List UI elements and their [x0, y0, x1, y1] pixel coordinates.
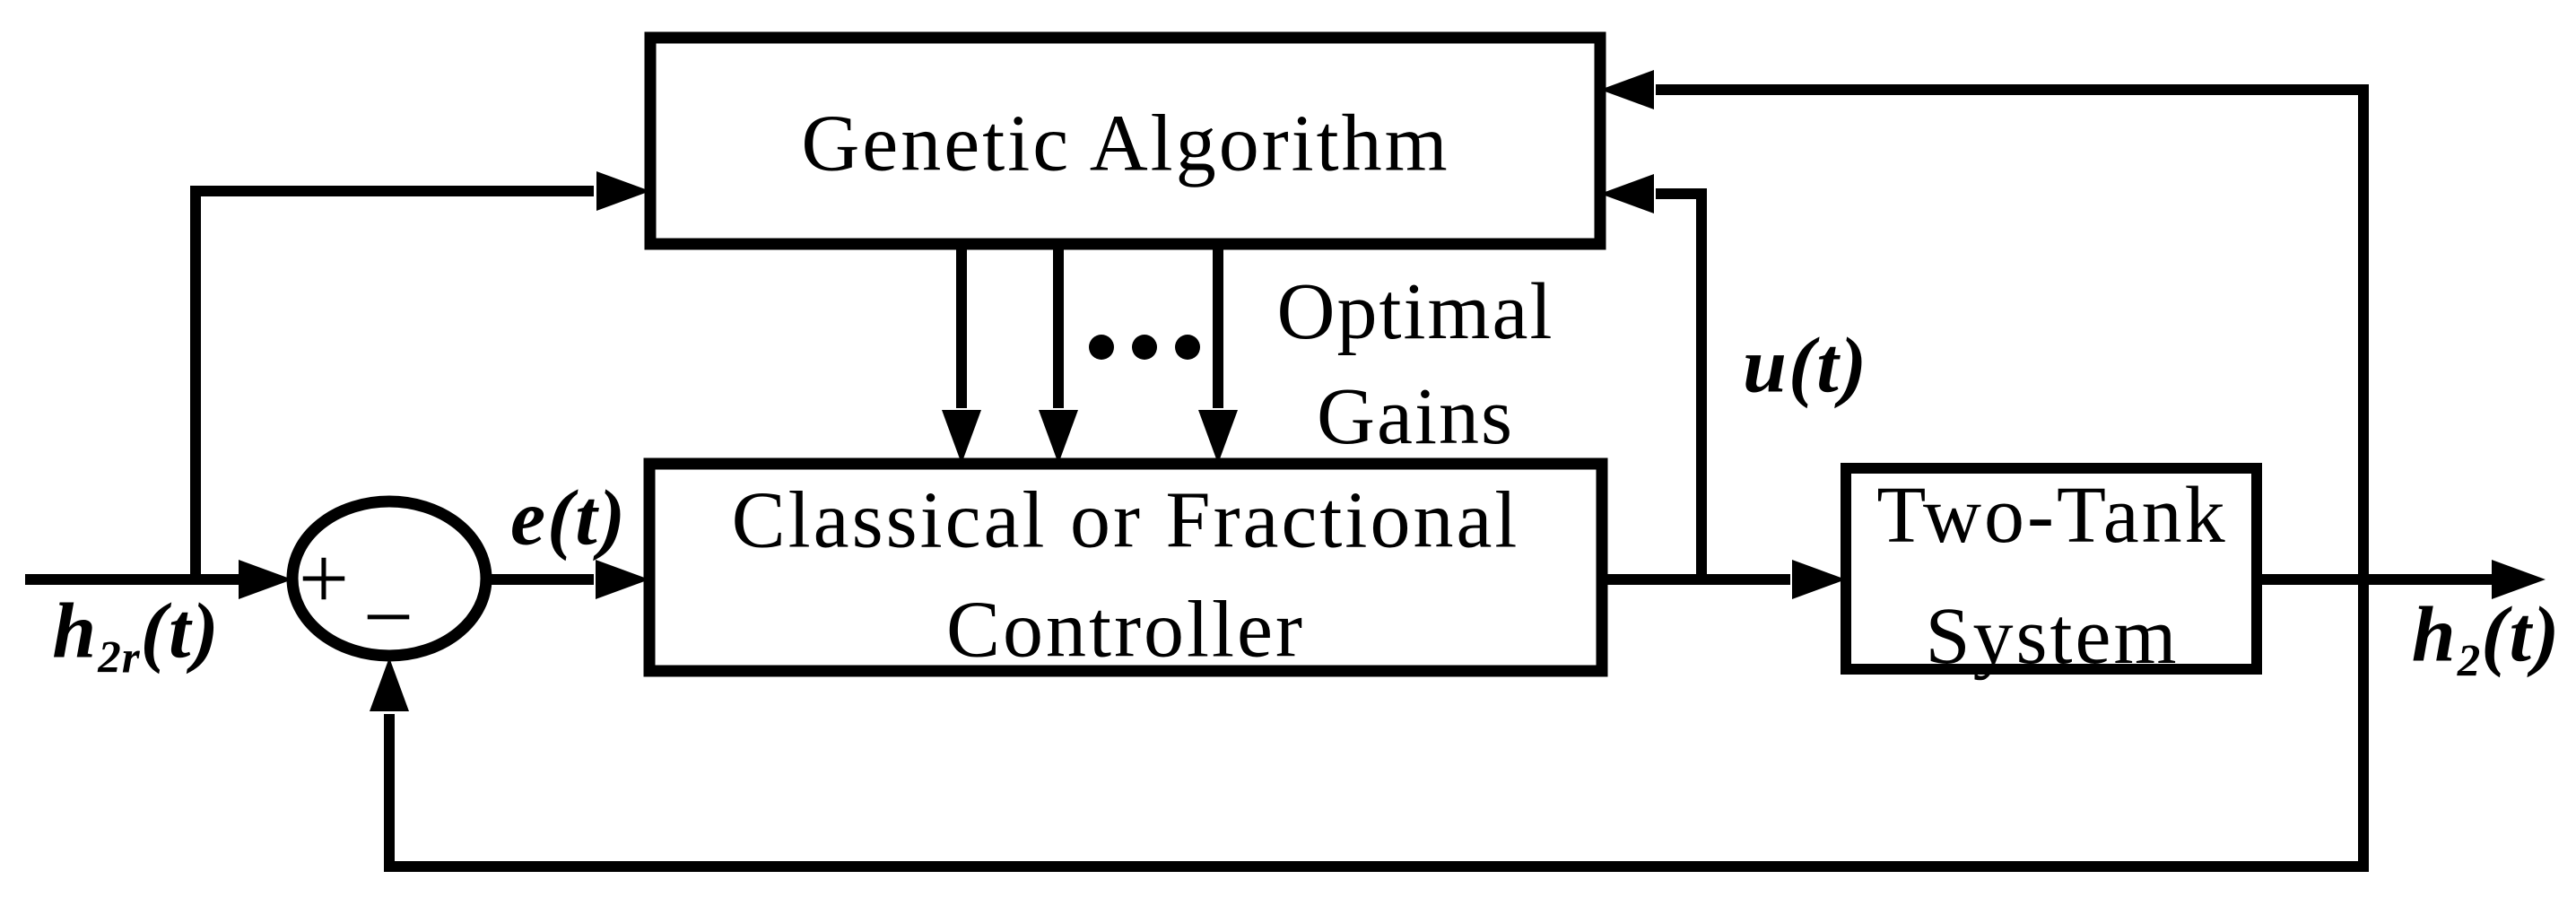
optimal-gains-annotation: Optimal Gains — [1277, 259, 1554, 469]
reference-branch-line — [190, 186, 594, 579]
control-signal-arrowhead — [1792, 560, 1846, 599]
output-feedback-line — [384, 84, 2369, 872]
genetic-algorithm-label: Genetic Algorithm — [801, 99, 1450, 188]
output-base: h — [2411, 591, 2458, 679]
controller-label: Classical or Fractional Controller — [732, 466, 1520, 684]
reference-signal-label: h2r(t) — [52, 586, 220, 684]
control-signal-label: u(t) — [1743, 321, 1868, 412]
reference-branch-arrowhead — [596, 171, 650, 211]
error-signal-label: e(t) — [510, 474, 627, 564]
reference-args: (t) — [140, 588, 221, 675]
reference-subscript: 2r — [98, 632, 141, 684]
gain-arrowhead-1 — [942, 410, 981, 464]
output-subscript: 2 — [2457, 636, 2482, 687]
controller-label-line2: Controller — [946, 585, 1305, 674]
gain-arrowhead-2 — [1039, 410, 1078, 464]
minus-sign: − — [362, 567, 414, 666]
error-signal-arrowhead — [596, 560, 649, 599]
error-base: e — [509, 475, 547, 562]
control-base: u — [1742, 322, 1788, 410]
reference-base: h — [52, 588, 99, 675]
reference-input-arrowhead — [239, 560, 292, 599]
error-args: (t) — [547, 475, 628, 562]
two-tank-label-line1: Two-Tank — [1876, 471, 2228, 560]
two-tank-box — [1841, 463, 2262, 675]
control-feedback-arrowhead — [1600, 174, 1654, 213]
output-signal-label: h2(t) — [2412, 589, 2562, 687]
ellipsis-dots-icon — [1089, 335, 1200, 360]
controller-label-line1: Classical or Fractional — [731, 475, 1520, 565]
output-feedback-to-ga-arrowhead — [1600, 70, 1654, 109]
output-args: (t) — [2481, 591, 2562, 679]
ellipsis-dot — [1089, 335, 1114, 360]
optimal-gains-line1: Optimal — [1276, 267, 1554, 356]
control-args: (t) — [1788, 322, 1869, 410]
control-feedback-line — [1656, 188, 1707, 579]
genetic-algorithm-box — [644, 31, 1606, 250]
ellipsis-dot — [1132, 335, 1157, 360]
gain-arrowhead-3 — [1198, 410, 1238, 464]
plus-sign: + — [298, 528, 350, 628]
output-signal-arrowhead — [2492, 560, 2546, 599]
two-tank-label: Two-Tank System — [1876, 455, 2227, 697]
optimal-gains-line2: Gains — [1317, 372, 1514, 461]
controller-box — [643, 457, 1608, 677]
two-tank-label-line2: System — [1925, 592, 2180, 681]
feedback-to-summing-arrowhead — [370, 658, 409, 711]
ellipsis-dot — [1175, 335, 1200, 360]
